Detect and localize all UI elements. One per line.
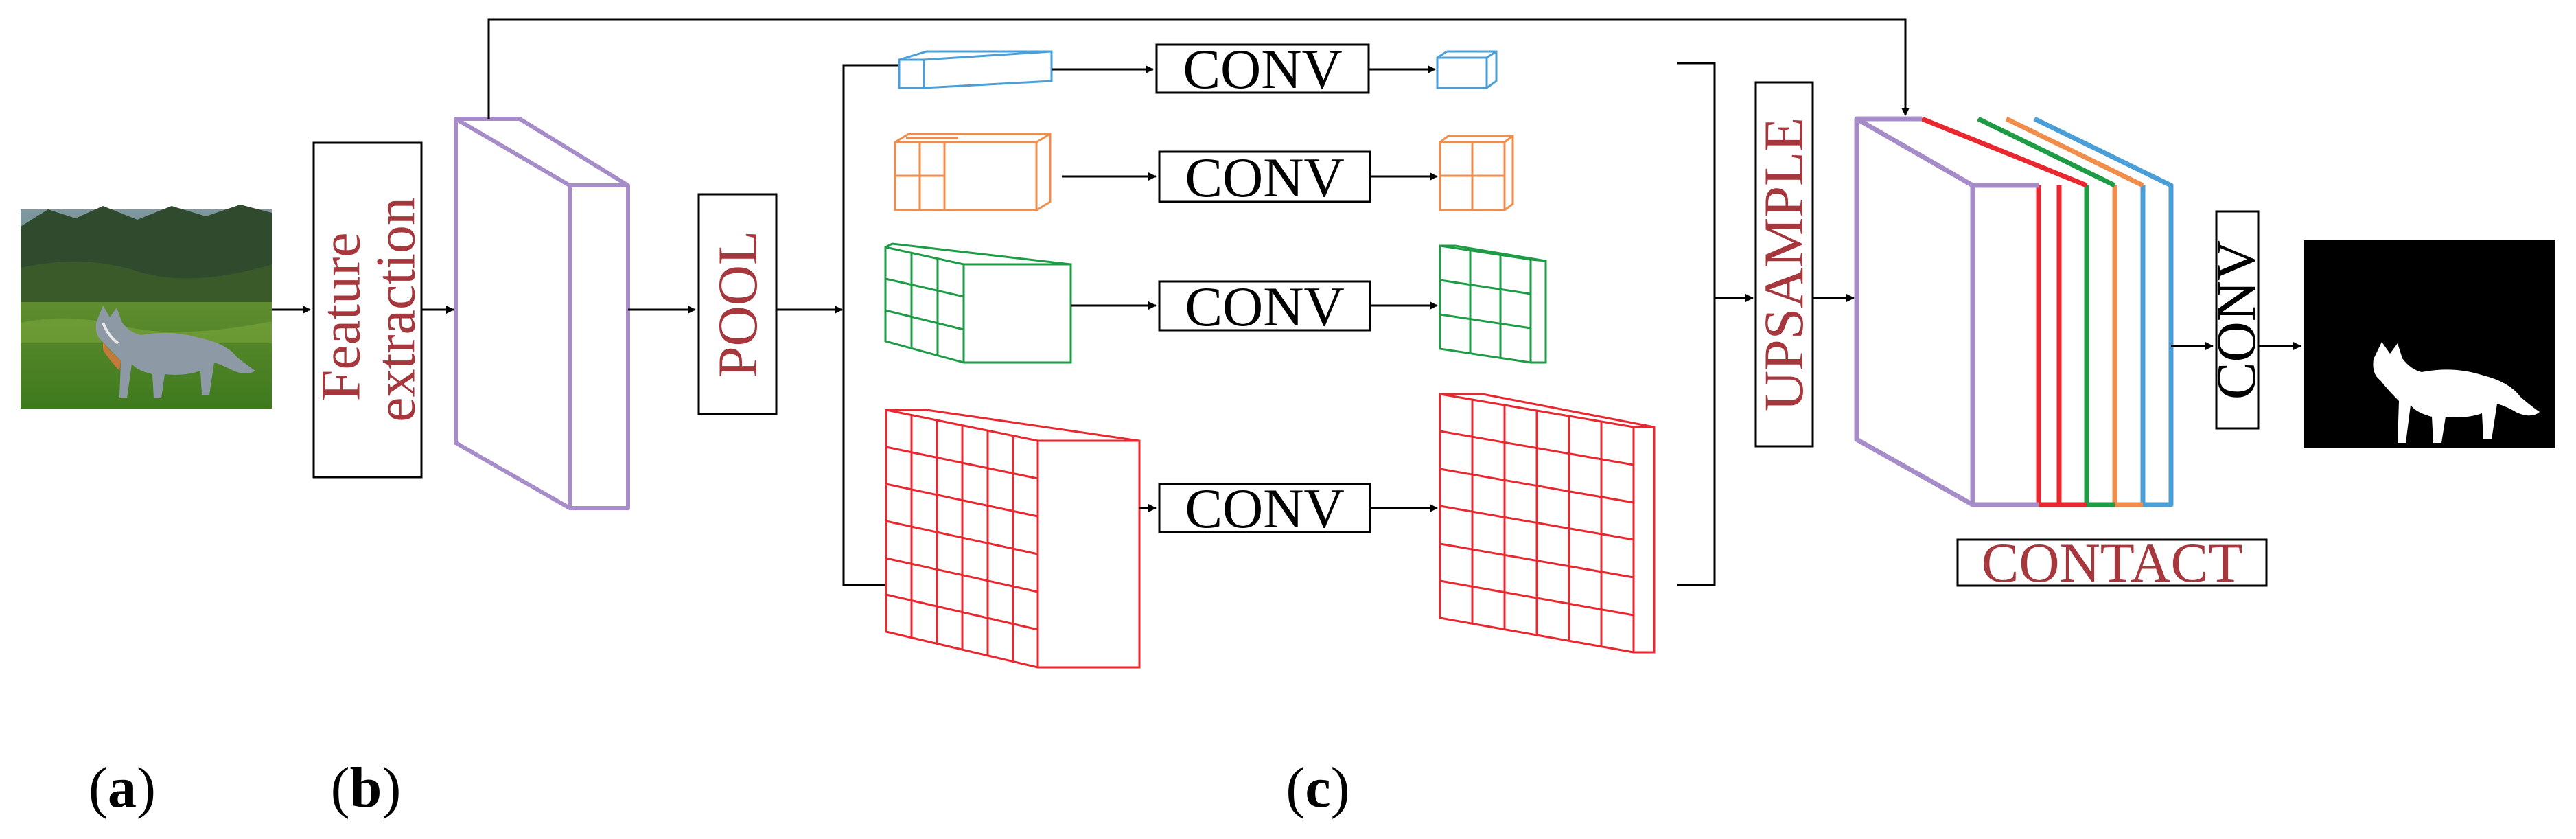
branch-merge-bracket [1677, 62, 1716, 586]
output-mask [2304, 240, 2555, 448]
green-pooled-block [884, 242, 1072, 364]
upsample-box [1754, 81, 1814, 448]
conv-label-blue: CONV [1183, 38, 1342, 100]
conv-label-orange: CONV [1185, 146, 1344, 209]
feature-map [454, 117, 630, 510]
input-image [21, 205, 272, 409]
skip-connection-arrow [487, 18, 1910, 119]
pool-box [697, 193, 778, 415]
feature-extraction-label-line2: extraction [364, 197, 427, 422]
feature-extraction-box [312, 141, 423, 479]
conv-box-green [1158, 280, 1371, 332]
branch-split-bracket [842, 64, 899, 586]
fox-mask-silhouette [2373, 342, 2540, 443]
final-conv-box [2215, 210, 2260, 430]
conv-label-green: CONV [1185, 275, 1344, 338]
concat-feature-stack [1854, 116, 2174, 507]
orange-conv-output-block [1439, 135, 1514, 211]
conv-box-orange [1158, 150, 1371, 203]
panel-label-c: (c) [1286, 756, 1349, 820]
panel-label-b: (b) [331, 756, 402, 820]
contact-box [1956, 538, 2268, 587]
blue-pooled-block [898, 50, 1053, 89]
feature-extraction-label-line1: Feature [310, 232, 372, 401]
panel-label-a: (a) [89, 756, 156, 820]
conv-label-red: CONV [1185, 477, 1344, 540]
red-pooled-block [885, 409, 1141, 669]
pool-label: POOL [706, 231, 769, 378]
svg-text:Feature extraction: Feature extraction [310, 197, 427, 422]
orange-pooled-block [894, 133, 1052, 211]
conv-box-red [1158, 483, 1371, 533]
conv-box-blue [1155, 43, 1370, 94]
blue-conv-output-block [1436, 50, 1498, 89]
fox-photo-silhouette [95, 306, 255, 398]
upsample-label: UPSAMPLE [1752, 117, 1815, 411]
green-conv-output-block [1439, 244, 1547, 364]
red-conv-output-block [1439, 393, 1656, 654]
final-conv-label: CONV [2205, 240, 2267, 400]
contact-label: CONTACT [1982, 531, 2243, 594]
